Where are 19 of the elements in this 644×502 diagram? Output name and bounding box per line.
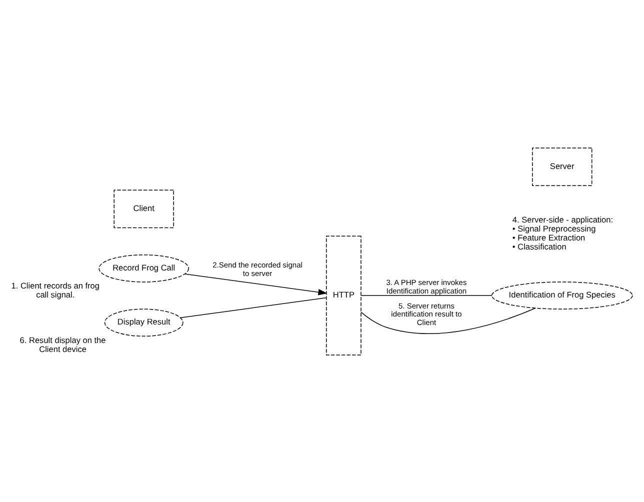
- label: 4. Server-side - application:: [512, 214, 614, 224]
- edge-label: 5. Server returns identification result to Client: [391, 300, 462, 326]
- connector: [360, 294, 492, 296]
- node-label: 1. Client records an frog call signal.: [11, 281, 100, 300]
- arrow: [184, 273, 328, 295]
- node-box: Client: [114, 189, 174, 228]
- connector: [360, 307, 536, 334]
- label: • Feature Extraction: [512, 232, 586, 242]
- node-ellipse: Record Frog Call: [98, 254, 190, 282]
- label: • Classification: [512, 242, 566, 251]
- node-label: 6. Result display on the Client device: [20, 335, 106, 354]
- edge-label: 2.Send the recorded signal to server: [212, 260, 302, 278]
- edge-label: 3. A PHP server invokes Identification application: [386, 277, 467, 295]
- node-ellipse: Display Result: [104, 308, 184, 336]
- node-ellipse: Identification of Frog Species: [491, 281, 633, 309]
- node-box: Server: [532, 147, 592, 186]
- node-box: HTTP: [326, 235, 362, 355]
- connector: [180, 296, 327, 318]
- label: • Signal Preprocessing: [512, 224, 596, 233]
